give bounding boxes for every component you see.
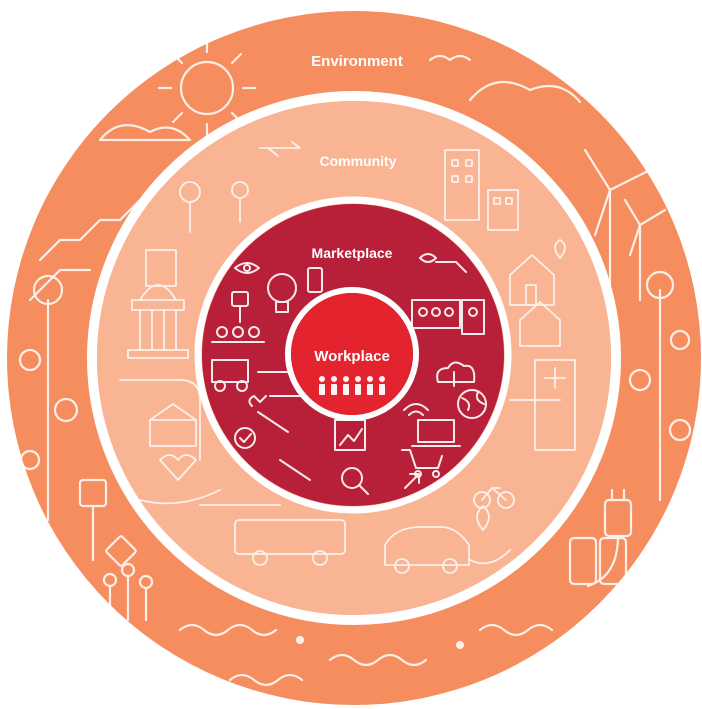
phone-icon [307,267,323,293]
water-dot [455,640,465,650]
person-icon [355,376,361,395]
marketplace-workplace-separator [285,287,419,421]
water-dot [295,635,305,645]
house-icon [519,301,561,347]
community-label: Community [320,153,397,169]
road-lines [119,379,561,506]
building-icon [487,189,519,231]
person-icon [367,376,373,395]
cloud-icon [98,124,192,142]
people-meeting-icon [211,326,265,343]
environment-label: Environment [311,53,403,70]
environment-line-art [18,38,692,687]
arrow-icon [404,473,420,489]
hospital-icon [534,359,576,451]
person-icon [343,376,349,395]
water-waves [328,653,428,667]
laptop-icon [411,419,461,447]
people-group-icon [319,376,385,395]
tree-icon [179,181,249,233]
eye-icon [234,262,260,274]
wrench-icon [248,395,289,433]
plug-icon [231,291,249,323]
marketplace-line-art [211,253,487,495]
community-line-art [119,141,576,574]
capitol-building-icon [127,284,189,359]
environment-community-separator [87,91,621,625]
store-icon [411,299,461,329]
house-icon [509,254,555,306]
person-icon [319,376,325,395]
wifi-icon [403,403,429,416]
airplane-icon [259,141,301,157]
marketplace-label: Marketplace [312,245,393,261]
lightbulb-icon [267,273,297,313]
water-waves [478,623,554,637]
sign-icon [78,478,137,567]
workplace-core: Workplace [291,293,413,415]
tree-icon [18,274,79,522]
heart-icon [554,239,566,259]
person-icon [379,376,385,395]
globe-icon [457,389,487,419]
workplace-label: Workplace [314,348,390,365]
car-icon [384,526,470,574]
house-icon [149,403,197,447]
location-pin-icon [469,505,511,565]
water-waves [178,623,278,637]
water-waves [228,673,304,687]
sun-icon [157,38,257,138]
truck-icon [211,359,249,392]
cloud-icon [468,80,582,104]
cashier-icon [461,299,485,335]
bus-icon [234,519,346,566]
tree-icon [628,270,692,502]
checkmark-icon [234,427,256,449]
building-icon [444,149,480,221]
helping-hand-icon [139,454,221,505]
bird-icon [428,54,472,62]
flowers-icon [102,562,154,622]
wind-turbine-icon [623,198,667,302]
battery-icon [568,536,628,586]
cloud-upload-icon [436,361,476,387]
wind-turbine-icon [583,148,652,302]
person-icon [331,376,337,395]
community-marketplace-separator [194,196,512,514]
building-icon [145,249,177,287]
magnifier-icon [341,467,369,495]
